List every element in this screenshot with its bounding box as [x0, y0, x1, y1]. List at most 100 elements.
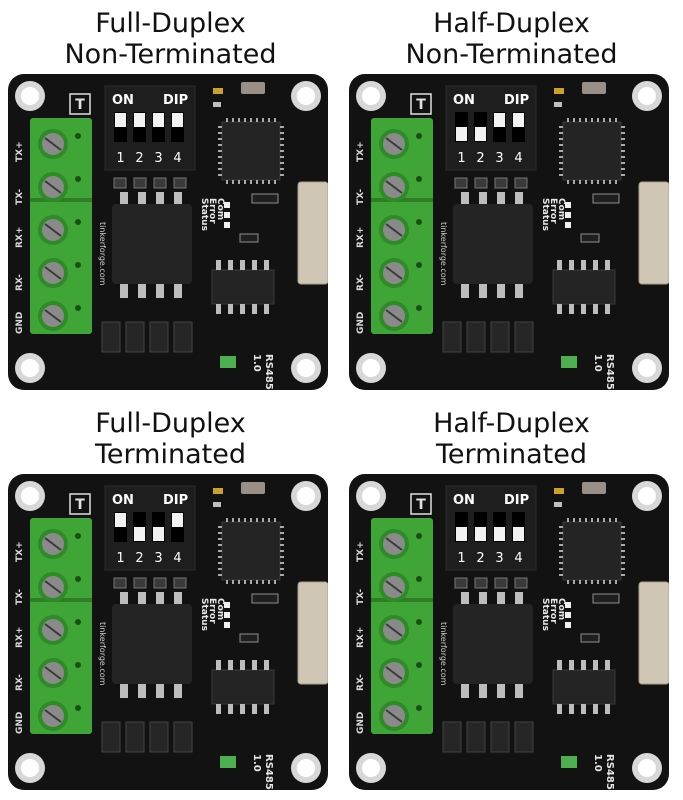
diode-package	[466, 321, 486, 353]
ic-pin	[615, 118, 617, 122]
led-label: Status	[199, 598, 209, 631]
ic-pin	[280, 132, 284, 134]
smd-part	[554, 502, 562, 507]
ic-pin	[621, 526, 625, 528]
ic-lead	[120, 284, 128, 298]
terminal-divider	[371, 598, 433, 602]
ic-pin	[559, 174, 563, 176]
ic-pin	[567, 180, 569, 184]
ic-pin	[591, 518, 593, 522]
ic-lead	[569, 304, 574, 314]
terminal-label: TX+	[15, 541, 25, 562]
led-label: Status	[540, 198, 550, 231]
ic-pin	[585, 118, 587, 122]
screw-slot	[385, 223, 403, 237]
tantalum-capacitor	[220, 356, 236, 368]
ic-lead	[228, 704, 233, 714]
ic-pin	[579, 580, 581, 584]
mounting-hole	[297, 487, 315, 505]
ic-pin	[244, 180, 246, 184]
caption-line-2: Non-Terminated	[405, 39, 618, 70]
ic-pin	[218, 138, 222, 140]
wire-entry	[75, 705, 81, 711]
terminal-label: TX+	[356, 541, 366, 562]
dip-number: 1	[116, 151, 124, 166]
ic-pin	[256, 518, 258, 522]
resistor	[580, 633, 600, 643]
ic-pin	[585, 180, 587, 184]
ic-pin	[218, 538, 222, 540]
dip-dip-label: DIP	[504, 493, 529, 508]
ic-pin	[567, 580, 569, 584]
line-driver-chip	[211, 669, 275, 705]
diode-package	[514, 321, 534, 353]
ic-lead	[479, 192, 487, 204]
ic-pin	[218, 132, 222, 134]
ic-pin	[621, 556, 625, 558]
microcontroller-chip	[562, 521, 622, 581]
ic-pin	[621, 126, 625, 128]
ic-pin	[559, 562, 563, 564]
ic-pin	[573, 580, 575, 584]
wire-entry	[416, 705, 422, 711]
capacitor	[133, 177, 147, 189]
led-label: Status	[199, 198, 209, 231]
ic-lead	[264, 704, 269, 714]
crystal-oscillator	[582, 482, 606, 494]
bricklet-connector	[638, 181, 669, 285]
resistor-array	[251, 593, 279, 604]
screw-slot	[44, 537, 62, 551]
led-label: Error	[207, 198, 217, 224]
mounting-hole	[21, 487, 39, 505]
diode-package	[149, 321, 169, 353]
wire-entry	[416, 662, 422, 668]
ic-lead	[216, 704, 221, 714]
logo-frame	[69, 93, 91, 115]
ic-lead	[461, 192, 469, 204]
ic-lead	[605, 660, 610, 670]
tantalum-capacitor	[561, 756, 577, 768]
ic-pin	[262, 518, 264, 522]
dip-lever	[172, 113, 183, 127]
ic-pin	[567, 518, 569, 522]
ic-lead	[216, 260, 221, 270]
status-led	[224, 222, 230, 228]
terminal-label: RX-	[15, 274, 25, 291]
terminal-divider	[30, 198, 92, 202]
brand-text: tinkerforge.com	[439, 222, 448, 286]
diode-package	[149, 721, 169, 753]
ic-lead	[515, 192, 523, 204]
panel-caption: Full-Duplex Non-Terminated	[0, 8, 341, 70]
ic-lead	[156, 284, 164, 298]
ic-pin	[567, 118, 569, 122]
ic-lead	[240, 660, 245, 670]
ic-pin	[615, 518, 617, 522]
model-text: RS485	[263, 354, 274, 390]
ic-pin	[579, 180, 581, 184]
dip-number: 4	[514, 551, 522, 566]
dip-lever	[456, 127, 467, 141]
ic-lead	[461, 284, 469, 298]
screw-slot	[44, 709, 62, 723]
dip-lever	[115, 513, 126, 527]
ic-pin	[597, 180, 599, 184]
status-led	[565, 622, 571, 628]
logo-mark: T	[75, 497, 85, 513]
ic-pin	[232, 580, 234, 584]
dip-number: 4	[514, 151, 522, 166]
ic-lead	[479, 592, 487, 604]
ic-pin	[268, 118, 270, 122]
ic-lead	[461, 684, 469, 698]
transceiver-chip	[453, 604, 533, 684]
panel-caption: Half-Duplex Non-Terminated	[341, 8, 682, 70]
wire-entry	[75, 305, 81, 311]
status-led	[565, 202, 571, 208]
wire-entry	[75, 662, 81, 668]
ic-pin	[559, 526, 563, 528]
ic-pin	[559, 550, 563, 552]
dip-number: 2	[135, 551, 143, 566]
screw-slot	[385, 537, 403, 551]
ic-pin	[218, 168, 222, 170]
ic-lead	[605, 704, 610, 714]
